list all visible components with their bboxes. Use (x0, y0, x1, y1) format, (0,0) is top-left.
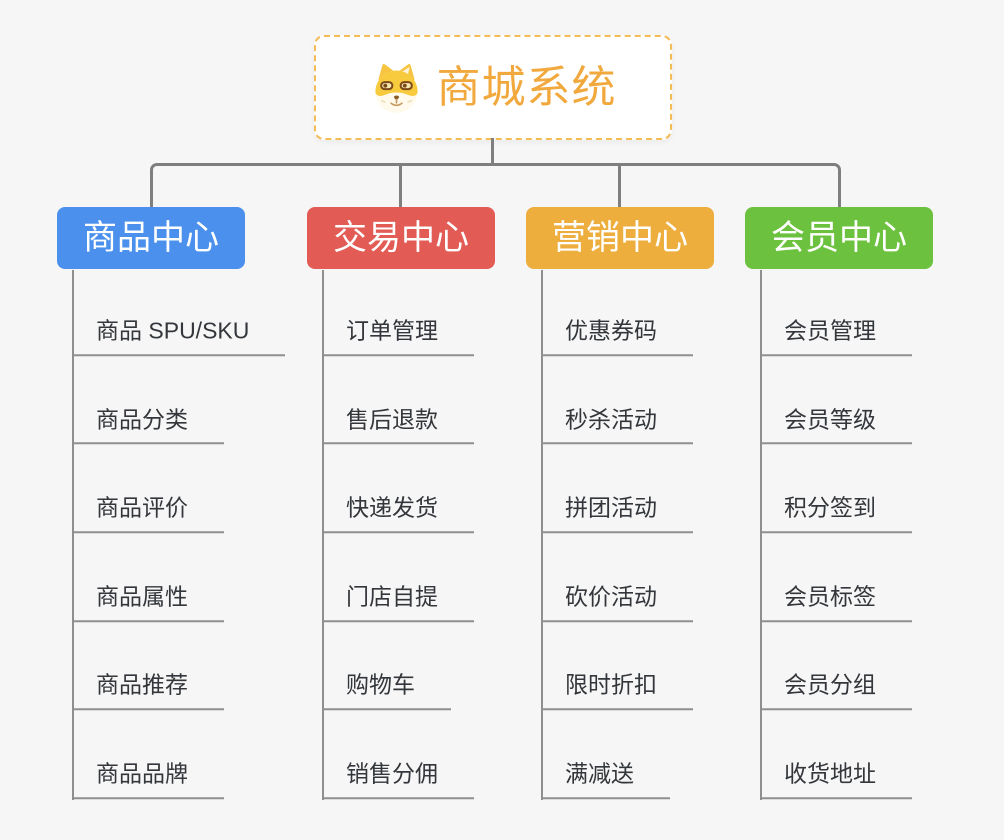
branch-box-trade-center[interactable]: 交易中心 (307, 207, 495, 269)
child-topic[interactable]: 商品分类 (72, 405, 224, 445)
branch-label: 营销中心 (552, 219, 688, 257)
connector-drop (618, 166, 621, 207)
child-topic[interactable]: 快递发货 (322, 493, 474, 534)
child-topic[interactable]: 商品属性 (72, 582, 224, 622)
branch-box-product-center[interactable]: 商品中心 (57, 207, 245, 269)
child-topic[interactable]: 订单管理 (322, 316, 474, 356)
branch-box-marketing-center[interactable]: 营销中心 (526, 207, 714, 269)
child-topic[interactable]: 商品品牌 (72, 759, 224, 799)
branch-column-member-center: 会员管理会员等级积分签到会员标签会员分组收货地址 (760, 270, 1004, 810)
child-topic[interactable]: 销售分佣 (322, 759, 474, 799)
connector-drop (399, 166, 402, 207)
child-topic[interactable]: 会员等级 (760, 405, 912, 445)
child-topic[interactable]: 砍价活动 (541, 582, 693, 622)
column-connector-line (322, 270, 324, 800)
child-topic[interactable]: 优惠券码 (541, 316, 693, 356)
branch-label: 会员中心 (771, 219, 907, 257)
column-connector-line (760, 270, 762, 800)
child-topic[interactable]: 积分签到 (760, 493, 912, 534)
child-topic[interactable]: 会员分组 (760, 671, 912, 711)
dog-face-icon (370, 61, 423, 114)
column-connector-line (72, 270, 74, 800)
child-topic[interactable]: 购物车 (322, 671, 451, 711)
connector-elbow-left (150, 163, 492, 207)
child-topic[interactable]: 拼团活动 (541, 493, 693, 534)
branch-label: 交易中心 (333, 219, 469, 257)
branch-label: 商品中心 (83, 219, 219, 257)
child-topic[interactable]: 会员标签 (760, 582, 912, 622)
branch-column-product-center: 商品 SPU/SKU 商品分类商品评价商品属性商品推荐商品品牌 (72, 270, 352, 810)
child-topic[interactable]: 限时折扣 (541, 671, 693, 711)
connector-elbow-right (492, 163, 841, 207)
child-topic[interactable]: 商品推荐 (72, 671, 224, 711)
child-topic[interactable]: 秒杀活动 (541, 405, 693, 445)
child-topic[interactable]: 收货地址 (760, 759, 912, 799)
branch-column-marketing-center: 优惠券码秒杀活动拼团活动砍价活动限时折扣满减送 (541, 270, 821, 810)
child-topic[interactable]: 商品 SPU/SKU (72, 316, 286, 356)
connector-root-stem (491, 138, 494, 166)
branch-column-trade-center: 订单管理售后退款快递发货门店自提购物车销售分佣 (322, 270, 602, 810)
root-title: 商城系统 (436, 62, 617, 112)
branch-box-member-center[interactable]: 会员中心 (745, 207, 933, 269)
root-node[interactable]: 商城系统 (314, 35, 672, 140)
child-topic[interactable]: 售后退款 (322, 405, 474, 445)
child-topic[interactable]: 会员管理 (760, 316, 912, 356)
child-topic[interactable]: 商品评价 (72, 493, 224, 534)
child-topic[interactable]: 满减送 (541, 759, 670, 799)
column-connector-line (541, 270, 543, 800)
child-topic[interactable]: 门店自提 (322, 582, 474, 622)
